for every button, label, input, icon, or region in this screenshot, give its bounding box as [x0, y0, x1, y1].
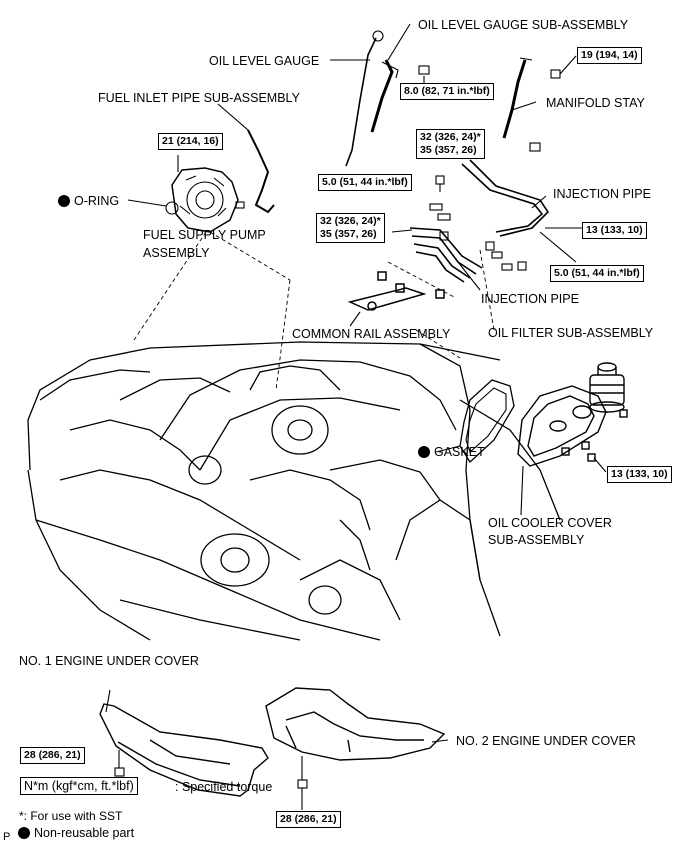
label-injection-pipe-upper: INJECTION PIPE: [553, 187, 651, 201]
torque-box-injection-pipe-lower: 32 (326, 24)* 35 (357, 26): [316, 213, 385, 243]
torque-line-2: 35 (357, 26): [320, 228, 377, 240]
legend-torque-unit-box: N*m (kgf*cm, ft.*lbf): [20, 777, 138, 795]
torque-box-oil-level-gauge: 8.0 (82, 71 in.*lbf): [400, 83, 494, 100]
legend-specified-torque: : Specified torque: [175, 780, 273, 794]
label-oil-filter-sub-assembly: OIL FILTER SUB-ASSEMBLY: [488, 326, 654, 340]
torque-box-oil-cooler: 13 (133, 10): [607, 466, 672, 483]
legend-non-reusable-text: Non-reusable part: [34, 826, 135, 840]
torque-line-1: 32 (326, 24)*: [420, 131, 481, 143]
label-oil-cooler-cover-1: OIL COOLER COVER: [488, 516, 612, 530]
label-gasket: GASKET: [418, 445, 485, 459]
o-ring-drawing: [165, 201, 179, 215]
torque-box-clamp-bolt: 5.0 (51, 44 in.*lbf): [318, 174, 412, 191]
torque-box-fuel-pump: 21 (214, 16): [158, 133, 223, 150]
label-common-rail-assembly: COMMON RAIL ASSEMBLY: [292, 327, 451, 341]
gasket-drawing: [459, 379, 515, 464]
label-oil-level-gauge: OIL LEVEL GAUGE: [209, 54, 320, 68]
common-rail-drawing: [347, 271, 445, 311]
vehicle-engine-bay-drawing: [27, 341, 561, 641]
label-fuel-supply-pump-1: FUEL SUPPLY PUMP: [143, 228, 266, 242]
no1-engine-under-cover-drawing: [99, 703, 269, 797]
label-oil-level-gauge-sub-assembly: OIL LEVEL GAUGE SUB-ASSEMBLY: [418, 18, 629, 32]
legend-sst-note: *: For use with SST: [19, 809, 123, 823]
injection-pipe-upper-drawing: [461, 159, 550, 237]
label-no1-engine-under-cover: NO. 1 ENGINE UNDER COVER: [19, 654, 199, 668]
label-no2-engine-under-cover: NO. 2 ENGINE UNDER COVER: [456, 734, 636, 748]
oil-filter-drawing: [589, 362, 625, 413]
fuel-supply-pump-drawing: [171, 167, 245, 233]
label-fuel-supply-pump-2: ASSEMBLY: [143, 246, 210, 260]
label-fuel-inlet-pipe-sub-assembly: FUEL INLET PIPE SUB-ASSEMBLY: [98, 91, 300, 105]
label-oil-cooler-cover-2: SUB-ASSEMBLY: [488, 533, 585, 547]
torque-box-no1-under-cover: 28 (286, 21): [20, 747, 85, 764]
torque-box-manifold-stay: 19 (194, 14): [577, 47, 642, 64]
label-gasket-text: GASKET: [434, 445, 485, 459]
oil-cooler-cover-drawing: [517, 385, 628, 467]
torque-line-1: 32 (326, 24)*: [320, 215, 381, 227]
legend-non-reusable: Non-reusable part: [18, 826, 134, 840]
injection-pipe-lower-drawing: [409, 227, 483, 283]
label-manifold-stay: MANIFOLD STAY: [546, 96, 645, 110]
label-o-ring: O-RING: [58, 194, 119, 208]
no2-engine-under-cover-drawing: [265, 687, 446, 761]
torque-box-clamp-bolt-right: 5.0 (51, 44 in.*lbf): [550, 265, 644, 282]
oil-level-gauge-guide-drawing: [370, 59, 394, 133]
non-reusable-dot-icon: [418, 446, 430, 458]
torque-line-2: 35 (357, 26): [420, 144, 477, 156]
non-reusable-dot-icon: [18, 827, 30, 839]
legend-corner-mark: P: [3, 831, 11, 843]
torque-box-injection-pipe-bolt: 13 (133, 10): [582, 222, 647, 239]
label-injection-pipe-lower: INJECTION PIPE: [481, 292, 579, 306]
fuel-inlet-pipe-drawing: [247, 129, 275, 214]
torque-box-no2-under-cover: 28 (286, 21): [276, 811, 341, 828]
manifold-stay-drawing: [502, 59, 527, 139]
non-reusable-dot-icon: [58, 195, 70, 207]
label-o-ring-text: O-RING: [74, 194, 120, 208]
oil-level-gauge-drawing: [345, 37, 377, 167]
torque-box-injection-pipe-upper: 32 (326, 24)* 35 (357, 26): [416, 129, 485, 159]
